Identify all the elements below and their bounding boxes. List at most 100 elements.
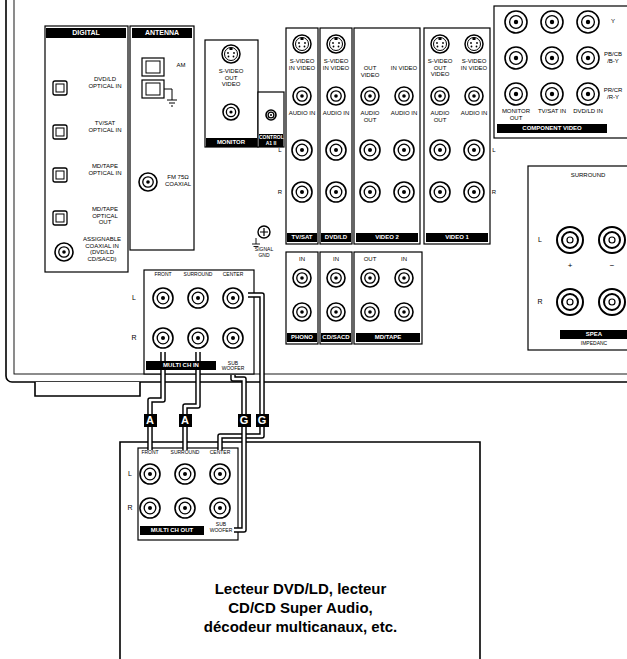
jack-body <box>468 38 481 51</box>
jack-group: SURROUND <box>168 450 202 460</box>
jack-label: SUB WOOFER <box>209 522 233 533</box>
jack-ring <box>431 87 449 105</box>
rca-jack <box>188 288 208 308</box>
rca-jack <box>188 328 208 348</box>
jack-ring <box>210 498 230 518</box>
jack-label: S-VIDEO IN VIDEO <box>287 58 317 71</box>
jack-pin <box>300 310 304 314</box>
screw-head <box>258 226 270 238</box>
rca-jack <box>430 140 450 160</box>
jack-label: FRONT <box>136 450 164 456</box>
speaker-terminal <box>599 227 625 253</box>
terminal-ring <box>557 289 583 315</box>
jack-ring <box>293 87 311 105</box>
rca-jack <box>293 87 311 105</box>
cable-callout: G <box>238 414 251 427</box>
jack-sleeve <box>226 107 235 116</box>
rca-jack <box>505 83 527 105</box>
jack-label: IN <box>326 256 346 263</box>
video1-panel <box>424 28 490 244</box>
audio-cable <box>220 295 262 450</box>
jack-key <box>230 48 233 51</box>
jack-pin <box>218 506 222 510</box>
jack-ring <box>395 269 413 287</box>
jack-key <box>335 38 338 41</box>
section-label: CD/SACD <box>321 333 351 342</box>
jack-sleeve <box>331 273 341 283</box>
multich-out-panel <box>138 448 238 540</box>
jack-ring <box>223 104 239 120</box>
jack-pin <box>299 46 301 48</box>
jack-ring <box>188 328 208 348</box>
section-label: VIDEO 2 <box>356 233 418 242</box>
device-caption: Lecteur DVD/LD, lecteur CD/CD Super Audi… <box>193 580 408 636</box>
rca-jack <box>505 47 527 69</box>
jack-label: TV/SAT IN <box>536 108 568 115</box>
rca-jack <box>292 140 312 160</box>
monitor-panel <box>205 40 258 147</box>
jack-ring <box>139 173 157 191</box>
jack-ring <box>464 140 484 160</box>
rca-jack <box>464 140 484 160</box>
jack-label: IMPEDANC <box>560 341 627 347</box>
jack-group: CENTER <box>205 450 235 460</box>
rca-jack <box>465 87 483 105</box>
jack-label: L <box>130 294 138 302</box>
rca-jack <box>175 464 195 484</box>
jack-sleeve <box>582 52 595 65</box>
jack-label: L <box>536 236 544 244</box>
jack-label: TV/SAT OPTICAL IN <box>87 120 123 133</box>
jack-pin <box>183 506 187 510</box>
jack-pin <box>334 94 338 98</box>
jack-pin <box>550 20 554 24</box>
rca-jack <box>55 243 73 261</box>
jack-label: L <box>490 147 498 154</box>
jack-sleeve <box>546 52 559 65</box>
jack-label: PR/CR /R-Y <box>602 87 624 100</box>
jack-pin <box>227 52 229 54</box>
chassis <box>6 0 627 382</box>
jack-label: R <box>126 504 134 512</box>
section-label: DVD/LD <box>321 233 351 242</box>
rca-jack <box>505 11 527 33</box>
jack-sleeve <box>399 307 409 317</box>
jack-door <box>56 171 64 179</box>
jack-sleeve <box>546 88 559 101</box>
rca-jack <box>326 140 346 160</box>
jack-sleeve <box>157 292 169 304</box>
jack-ring <box>360 140 380 160</box>
rca-jack <box>326 182 346 202</box>
jack-label: FRONT <box>148 272 178 278</box>
rca-jack <box>327 303 345 321</box>
jack-body <box>225 48 238 61</box>
jack-label: S-VIDEO OUT VIDEO <box>425 58 455 78</box>
jack-label: CENTER <box>218 272 248 278</box>
jack-door <box>56 84 64 92</box>
optical-jack <box>53 125 67 139</box>
jack-ring <box>361 303 379 321</box>
jack-label: R <box>490 189 498 196</box>
jack-ring <box>153 288 173 308</box>
jack-sleeve <box>510 52 523 65</box>
jack-label: DVD/LD OPTICAL IN <box>87 76 123 89</box>
jack-label: S-VIDEO IN VIDEO <box>321 58 351 71</box>
rca-jack <box>360 140 380 160</box>
jack-label: AUDIO IN <box>389 110 419 117</box>
jack-label: ASSIGNABLE COAXIAL IN (DVD/LD CD/SACD) <box>79 236 125 263</box>
jack-sleeve <box>365 273 375 283</box>
jack-pin <box>368 94 372 98</box>
jack-ring <box>394 182 414 202</box>
jack-pin <box>514 56 518 60</box>
jack-sleeve <box>399 273 409 283</box>
jack-sleeve <box>214 468 226 480</box>
jack-panel: MULTI CH INFRONTSURROUNDCENTERSUB WOOFER <box>126 268 256 376</box>
jack-ring <box>430 182 450 202</box>
jack-pin <box>437 46 439 48</box>
jack-label: SURROUND <box>181 272 215 278</box>
jack-sleeve <box>365 91 375 101</box>
jack-sleeve <box>297 91 307 101</box>
section-label: MD/TAPE <box>356 333 420 342</box>
jack-label: MD/TAPE OPTICAL OUT <box>87 206 123 226</box>
jack-ring <box>361 87 379 105</box>
